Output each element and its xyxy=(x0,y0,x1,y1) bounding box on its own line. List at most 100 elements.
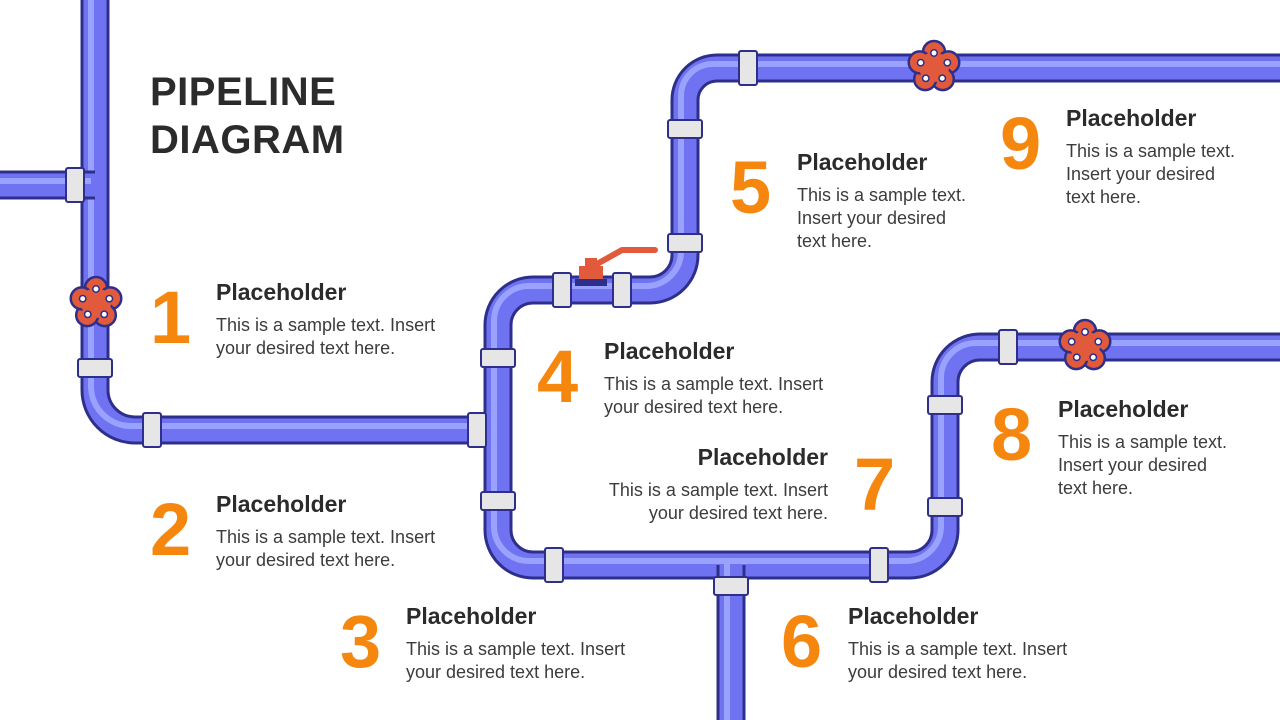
pipe-joint xyxy=(998,329,1018,365)
body-line: This is a sample text. xyxy=(1066,141,1236,161)
step-number: 1 xyxy=(150,276,192,359)
title-line-1: PIPELINE xyxy=(150,70,337,114)
pipe-segment xyxy=(486,56,1280,430)
wheel-bolt xyxy=(1094,337,1103,346)
step-text: Placeholder This is a sample text. Inser… xyxy=(216,278,496,360)
step-heading: Placeholder xyxy=(604,338,735,364)
step-number: 6 xyxy=(781,600,823,683)
valve-wheel-icon xyxy=(69,275,123,328)
pipe-highlight xyxy=(491,61,1280,426)
title-line-2: DIAGRAM xyxy=(150,118,345,162)
pipe-segment xyxy=(83,0,490,442)
wheel-bolt xyxy=(916,58,925,67)
body-line: This is a sample text. Insert xyxy=(216,527,436,547)
body-line: your desired text here. xyxy=(604,397,784,417)
valve-base xyxy=(575,279,607,286)
body-line: This is a sample text. Insert xyxy=(216,315,436,335)
step-heading: Placeholder xyxy=(697,444,828,470)
step-body: This is a sample text. Insert your desir… xyxy=(548,479,828,525)
pipe-highlight xyxy=(88,0,486,429)
body-line: your desired text here. xyxy=(648,503,828,523)
step-number: 5 xyxy=(730,146,772,229)
wheel-bolt xyxy=(83,310,92,319)
step-heading: Placeholder xyxy=(216,491,347,517)
pipe-joint xyxy=(467,412,487,448)
step-text: Placeholder This is a sample text. Inser… xyxy=(216,490,496,572)
body-line: text here. xyxy=(797,231,873,251)
step-body: This is a sample text. Insert your desir… xyxy=(604,373,884,419)
body-line: Insert your desired xyxy=(797,208,947,228)
lever-valve-icon xyxy=(575,247,658,286)
wheel-bolt xyxy=(938,74,947,83)
body-line: your desired text here. xyxy=(216,338,396,358)
step-number: 7 xyxy=(854,443,896,526)
wheel-bolt xyxy=(1067,337,1076,346)
body-line: text here. xyxy=(1058,478,1134,498)
pipe-joint xyxy=(667,233,703,253)
valves xyxy=(69,39,1112,371)
body-line: your desired text here. xyxy=(848,662,1028,682)
valve-wheel-icon xyxy=(1058,318,1112,371)
step-heading: Placeholder xyxy=(1058,396,1189,422)
step-text: Placeholder This is a sample text. Inser… xyxy=(604,337,884,419)
step-number: 3 xyxy=(340,600,382,683)
step-text: Placeholder This is a sample text. Inser… xyxy=(848,602,1128,684)
wheel-bolt xyxy=(930,49,938,57)
step-body: This is a sample text. Insert your desir… xyxy=(848,638,1128,684)
step-heading: Placeholder xyxy=(1066,105,1197,131)
step-heading: Placeholder xyxy=(406,603,537,629)
pipe-joint xyxy=(77,358,113,378)
step-heading: Placeholder xyxy=(216,279,347,305)
valve-wheel-icon xyxy=(907,39,961,92)
step-heading: Placeholder xyxy=(848,603,979,629)
pipe-joint xyxy=(544,547,564,583)
body-line: your desired text here. xyxy=(216,550,396,570)
wheel-bolt xyxy=(92,285,100,293)
wheel-bolt xyxy=(1089,353,1098,362)
valve-body xyxy=(579,266,603,279)
pipe-joint xyxy=(869,547,889,583)
wheel-bolt xyxy=(105,294,114,303)
body-line: This is a sample text. xyxy=(1058,432,1228,452)
pipe-joint xyxy=(713,576,749,596)
step-body: This is a sample text. Insert your desir… xyxy=(1058,431,1268,500)
body-line: This is a sample text. Insert xyxy=(406,639,626,659)
step-body: This is a sample text. Insert your desir… xyxy=(216,314,496,360)
step-text: Placeholder This is a sample text. Inser… xyxy=(406,602,686,684)
step-body: This is a sample text. Insert your desir… xyxy=(1066,140,1276,209)
pipe-joint xyxy=(65,167,85,203)
wheel-bolt xyxy=(1081,328,1089,336)
body-line: text here. xyxy=(1066,187,1142,207)
step-heading: Placeholder xyxy=(797,149,928,175)
pipe-joint xyxy=(480,491,516,511)
valve-handle xyxy=(594,247,658,267)
step-number: 9 xyxy=(1000,102,1042,185)
step-body: This is a sample text. Insert your desir… xyxy=(406,638,686,684)
pipe-joint xyxy=(667,119,703,139)
body-line: Insert your desired xyxy=(1066,164,1216,184)
step-body: This is a sample text. Insert your desir… xyxy=(797,184,1027,253)
valve-stem xyxy=(585,258,597,266)
wheel-bolt xyxy=(1072,353,1081,362)
step-body: This is a sample text. Insert your desir… xyxy=(216,526,496,572)
pipe-joint xyxy=(738,50,758,86)
step-number: 4 xyxy=(537,335,579,418)
wheel-bolt xyxy=(78,294,87,303)
pipe-joint xyxy=(927,395,963,415)
step-text: Placeholder This is a sample text. Inser… xyxy=(548,443,828,525)
body-line: This is a sample text. Insert xyxy=(608,480,828,500)
wheel-bolt xyxy=(921,74,930,83)
pipe-joint xyxy=(142,412,162,448)
step-number: 8 xyxy=(991,393,1033,476)
pipe-outline xyxy=(80,0,490,445)
step-text: Placeholder This is a sample text. Inser… xyxy=(1066,104,1276,209)
wheel-bolt xyxy=(943,58,952,67)
body-line: your desired text here. xyxy=(406,662,586,682)
pipe-joint xyxy=(552,272,572,308)
pipe-joints xyxy=(65,50,1018,596)
body-line: This is a sample text. Insert xyxy=(604,374,824,394)
step-number: 2 xyxy=(150,488,192,571)
pipe-joint xyxy=(480,348,516,368)
